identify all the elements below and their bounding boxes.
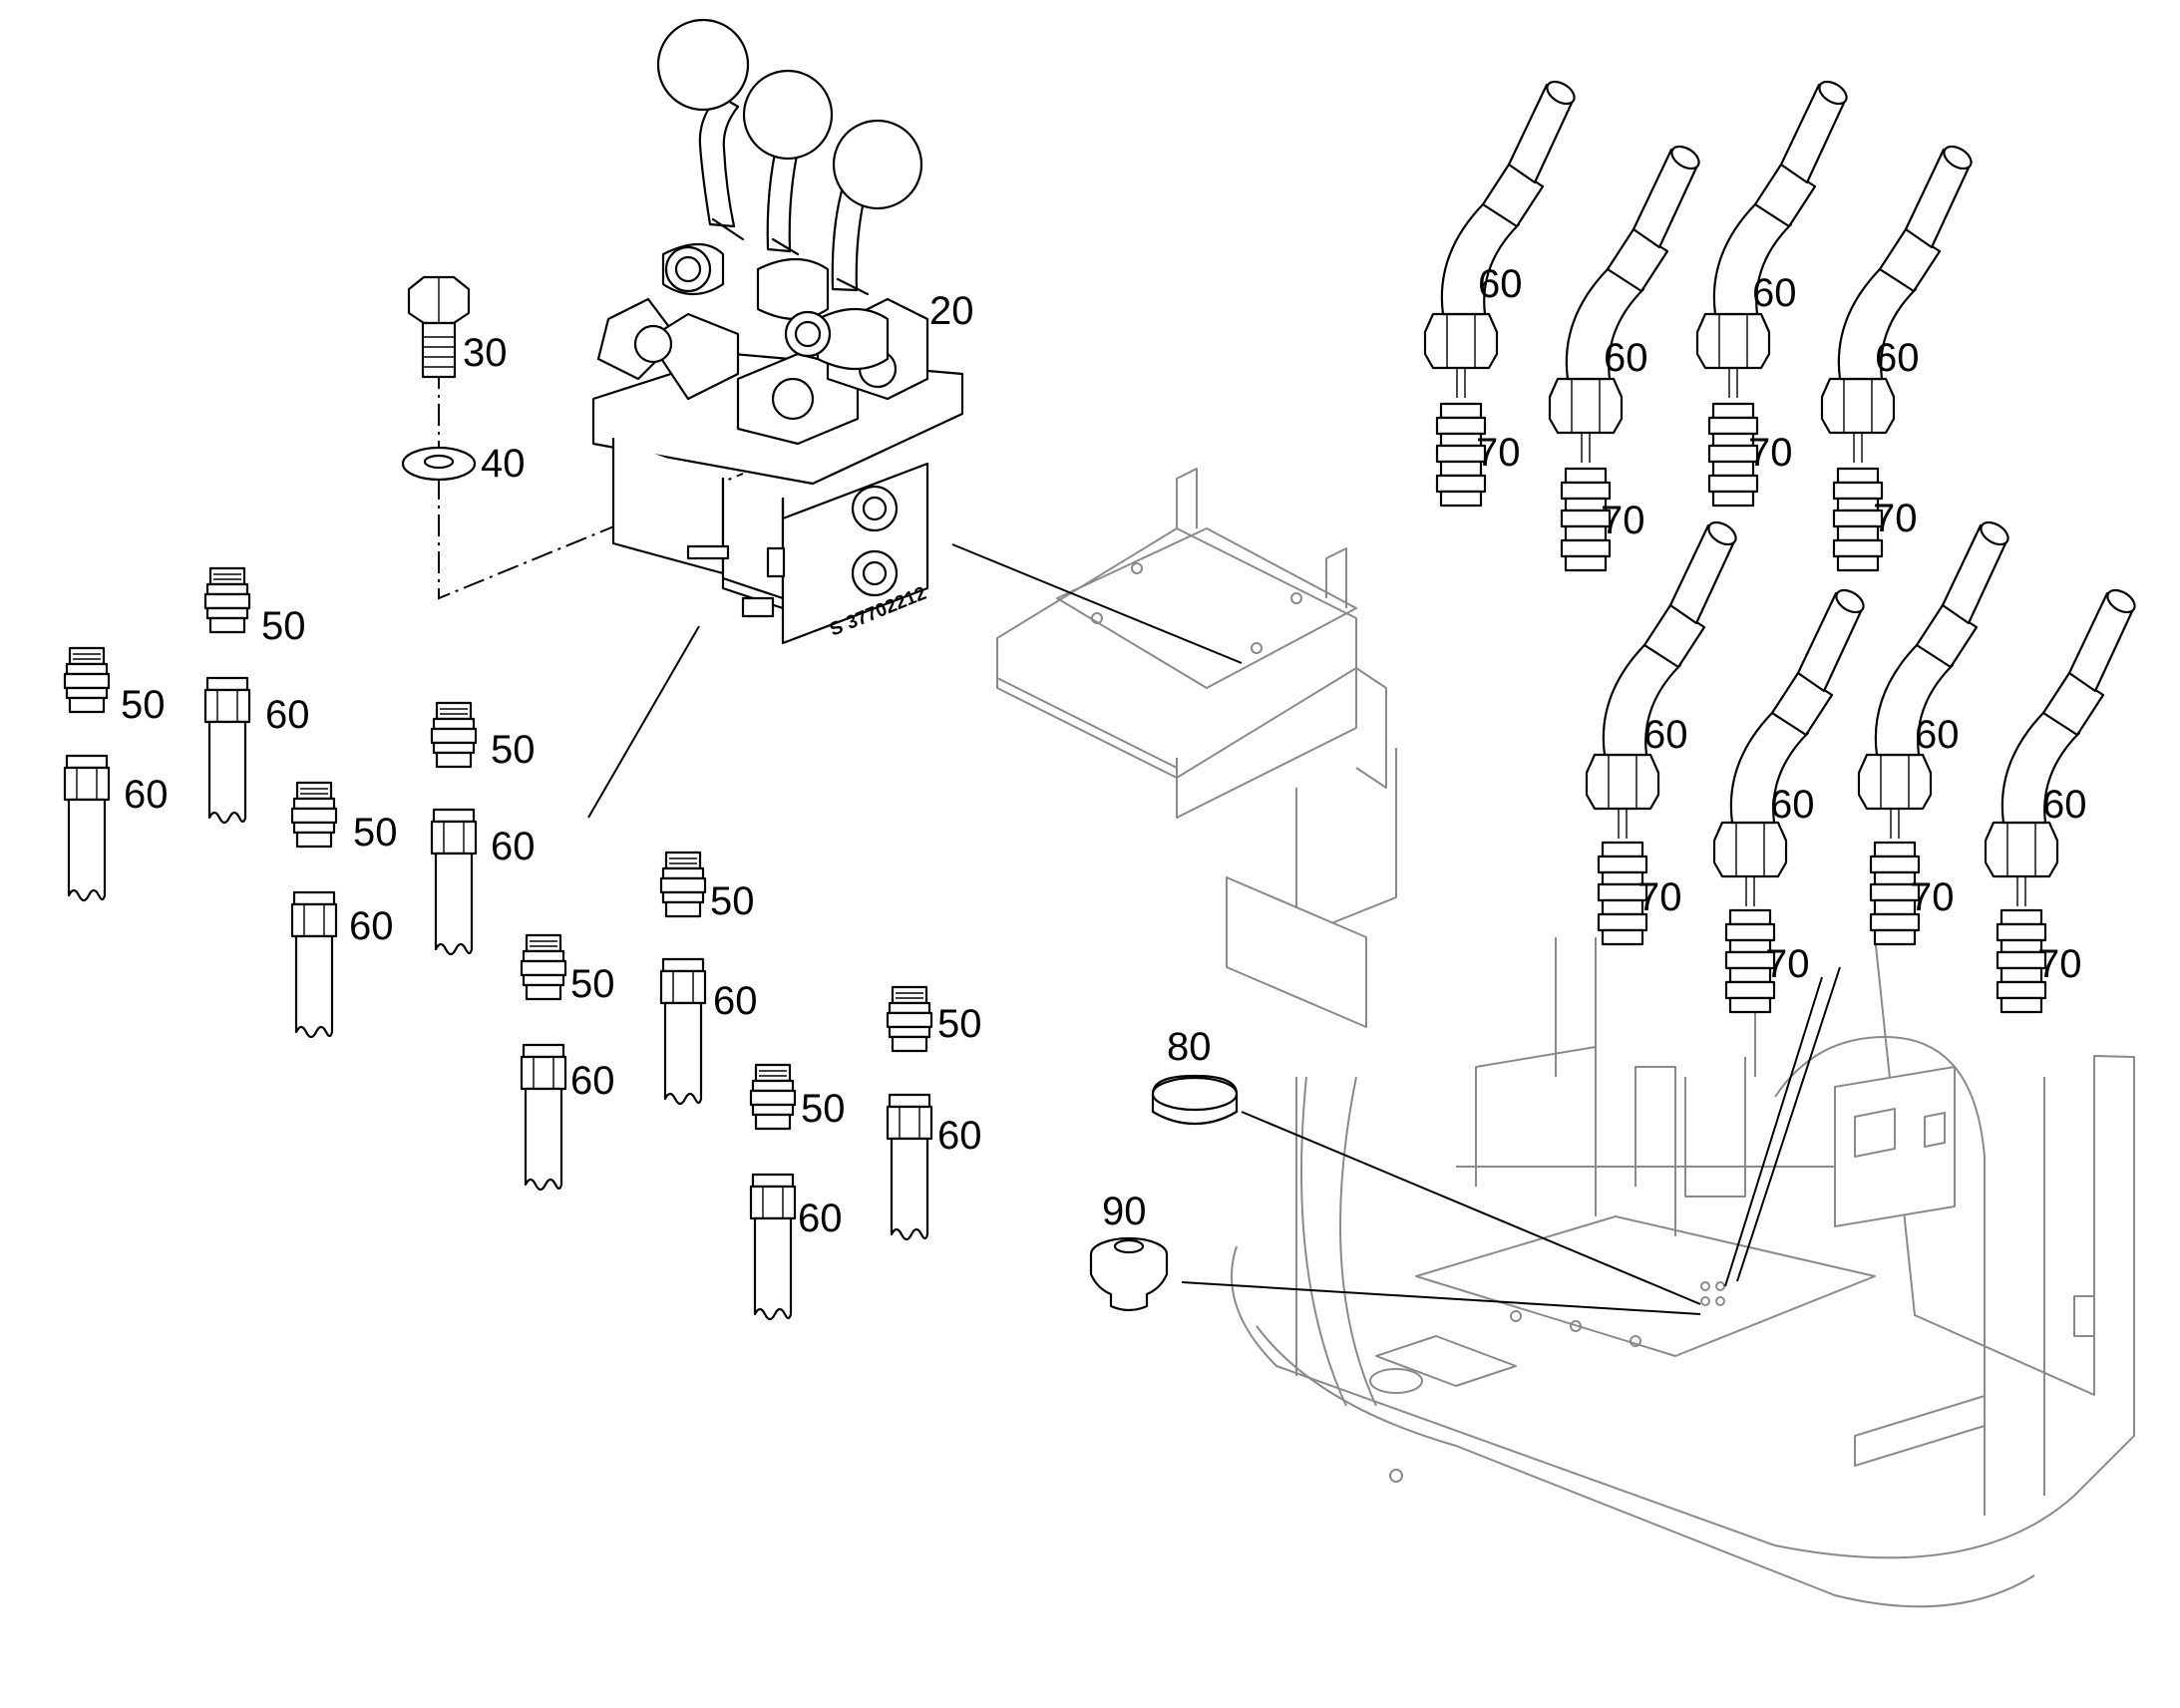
label-70: 70 bbox=[1910, 875, 1955, 919]
label-50: 50 bbox=[121, 683, 166, 727]
label-20: 20 bbox=[929, 289, 974, 333]
hose-60 bbox=[290, 890, 338, 1039]
label-60: 60 bbox=[2042, 783, 2087, 827]
adapter-50 bbox=[520, 933, 567, 1001]
label-60: 60 bbox=[265, 693, 310, 737]
label-60: 60 bbox=[798, 1196, 843, 1240]
label-50: 50 bbox=[801, 1087, 846, 1131]
label-70: 70 bbox=[1601, 499, 1645, 542]
cab-frame-context bbox=[1231, 935, 2135, 1608]
label-60: 60 bbox=[937, 1114, 982, 1158]
hose-60 bbox=[749, 1173, 797, 1321]
bolt-30 bbox=[407, 275, 471, 379]
elbow-hose-60 bbox=[1695, 76, 1852, 400]
hose-60 bbox=[63, 754, 111, 902]
label-50: 50 bbox=[570, 962, 615, 1006]
label-50: 50 bbox=[937, 1002, 982, 1046]
label-70: 70 bbox=[1873, 497, 1918, 540]
hose-60 bbox=[203, 676, 251, 825]
label-70: 70 bbox=[1765, 942, 1810, 986]
label-60: 60 bbox=[124, 773, 169, 817]
hose-60 bbox=[520, 1043, 567, 1192]
elbow-hose-60 bbox=[1548, 141, 1704, 465]
label-70: 70 bbox=[1748, 431, 1793, 475]
label-60: 60 bbox=[1752, 271, 1797, 315]
elbow-hose-60 bbox=[1712, 584, 1869, 908]
seat-bracket-context bbox=[996, 468, 1397, 1028]
washer-40 bbox=[401, 446, 477, 482]
label-60: 60 bbox=[491, 825, 536, 868]
part-labels: 20 30 40 50 60 50 60 50 60 50 60 50 60 5… bbox=[121, 262, 2087, 1240]
grommet-90 bbox=[1089, 1236, 1169, 1312]
label-70: 70 bbox=[2037, 942, 2082, 986]
label-40: 40 bbox=[481, 442, 526, 486]
label-60: 60 bbox=[570, 1059, 615, 1103]
label-60: 60 bbox=[1604, 336, 1648, 380]
label-30: 30 bbox=[463, 331, 508, 375]
adapter-50 bbox=[749, 1063, 797, 1131]
elbow-hose-60 bbox=[1423, 76, 1580, 400]
label-70: 70 bbox=[1637, 875, 1682, 919]
elbow-hose-60 bbox=[1585, 516, 1741, 841]
hose-60 bbox=[659, 957, 707, 1106]
label-80: 80 bbox=[1167, 1025, 1212, 1069]
hose-60 bbox=[886, 1093, 933, 1241]
adapter-50 bbox=[63, 646, 111, 714]
label-60: 60 bbox=[1915, 713, 1960, 757]
adapter-50 bbox=[430, 701, 478, 769]
adapter-50 bbox=[290, 781, 338, 849]
label-60: 60 bbox=[349, 904, 394, 948]
label-50: 50 bbox=[491, 728, 536, 772]
label-60: 60 bbox=[713, 979, 758, 1023]
label-50: 50 bbox=[710, 879, 755, 923]
label-60: 60 bbox=[1643, 713, 1688, 757]
label-60: 60 bbox=[1875, 336, 1920, 380]
elbow-hose-60 bbox=[1820, 141, 1977, 465]
adapter-50 bbox=[203, 566, 251, 634]
elbow-hose-60 bbox=[1984, 584, 2140, 908]
elbow-hose-60 bbox=[1857, 516, 2013, 841]
label-70: 70 bbox=[1476, 431, 1521, 475]
label-90: 90 bbox=[1102, 1190, 1147, 1233]
label-50: 50 bbox=[261, 604, 306, 648]
label-60: 60 bbox=[1770, 783, 1815, 827]
control-valve-20: S 37702212 bbox=[591, 18, 964, 645]
label-60: 60 bbox=[1478, 262, 1523, 306]
plug-80 bbox=[1151, 1074, 1239, 1126]
adapter-50 bbox=[659, 851, 707, 918]
label-50: 50 bbox=[353, 811, 398, 854]
hose-60 bbox=[430, 808, 478, 956]
adapter-50 bbox=[886, 985, 933, 1053]
